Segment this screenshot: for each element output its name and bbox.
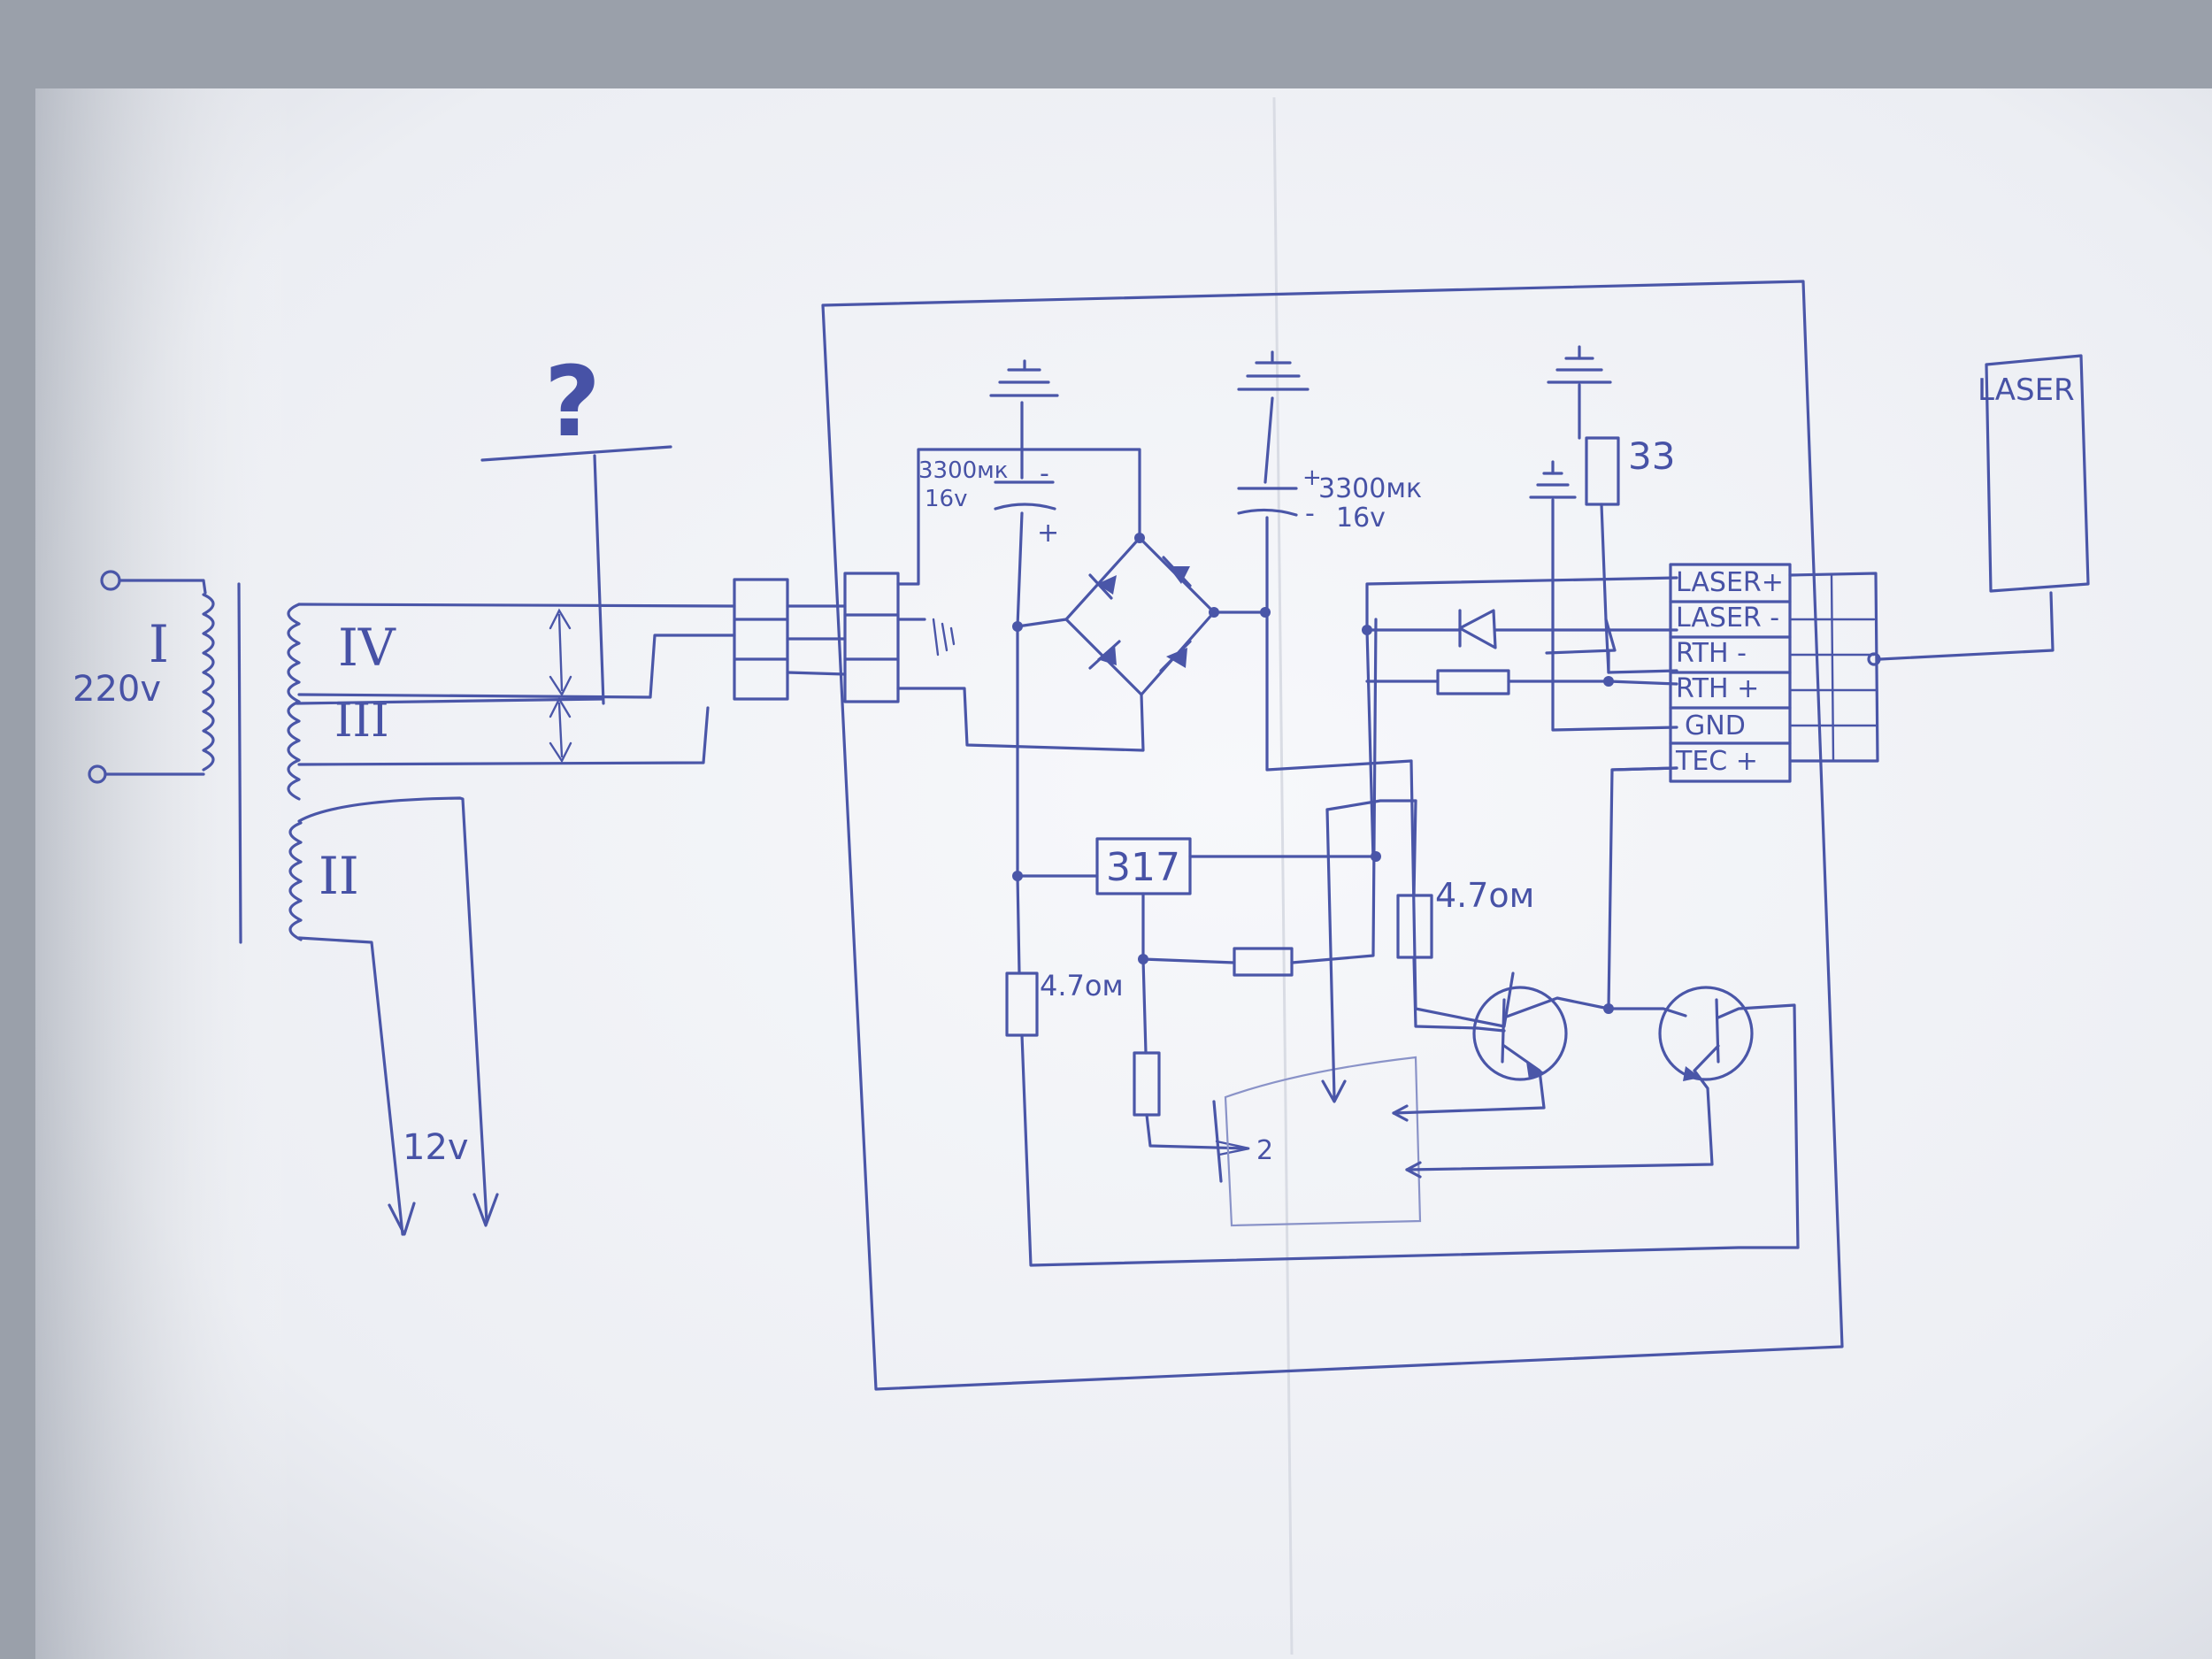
resistor-left-label: 4.7ом <box>1040 969 1124 1002</box>
trimmer-potentiometer: 2 <box>1133 759 1515 1227</box>
ground-rth <box>1529 460 1678 732</box>
laser-box: LASER <box>1978 354 2090 593</box>
output-arrow-right <box>472 1193 499 1227</box>
pin-rth-minus: RTH - <box>1676 638 1747 669</box>
cap-right-voltage: 16v <box>1336 503 1386 534</box>
secondary-wiring <box>295 445 736 766</box>
transformer-core <box>237 582 242 944</box>
transistor-left <box>1392 986 1614 1122</box>
board-outline <box>821 280 1844 1391</box>
cap-right-plus: + <box>1302 465 1322 491</box>
pin-laser-minus: LASER - <box>1676 603 1779 634</box>
pin-tec-plus: TEC + <box>1675 746 1758 777</box>
secondary-coil-iv-iii <box>287 603 301 801</box>
output-arrow-left <box>388 1202 416 1236</box>
secondary-coil-ii <box>288 821 303 941</box>
capacitor-right: + - 3300мк 16v <box>1237 350 1422 772</box>
laser-connector: LASER+ LASER - RTH - RTH + GND TEC + <box>1669 563 1792 783</box>
regulator-label: 317 <box>1106 845 1180 890</box>
resistor-33-label: 33 <box>1628 434 1675 478</box>
resistor-right-label: 4.7ом <box>1435 876 1534 915</box>
unknown-mark: ? <box>544 345 601 458</box>
transistor-right <box>1405 986 1800 1249</box>
pot-label: 2 <box>1256 1135 1273 1166</box>
resistor-right-4-7: 4.7ом <box>1396 799 1534 1030</box>
laser-label: LASER <box>1978 373 2075 408</box>
primary-voltage-label: 220v <box>73 669 161 710</box>
capacitor-left: 3300мк 16v - + <box>918 359 1059 628</box>
double-arrow-lower <box>549 696 572 764</box>
resistor-mid <box>1141 618 1378 977</box>
winding-iv-label: IV <box>338 618 396 678</box>
cap-left-value: 3300мк <box>918 457 1009 484</box>
pin-rth-plus: RTH + <box>1676 673 1759 704</box>
primary-coil <box>202 593 215 772</box>
cap-left-minus: - <box>1040 458 1049 489</box>
cap-left-voltage: 16v <box>925 486 967 512</box>
cap-right-minus: - <box>1305 498 1315 529</box>
regulator-317: 317 <box>1012 625 1378 964</box>
pin-laser-plus: LASER+ <box>1676 567 1784 598</box>
double-arrow-upper <box>549 608 572 697</box>
primary-winding-label: I <box>149 614 169 674</box>
cap-left-plus: + <box>1037 518 1059 549</box>
winding-ii-label: II <box>319 846 359 906</box>
pin-gnd: GND <box>1685 710 1746 741</box>
transformer: I 220v IV III II 12v <box>73 570 499 1236</box>
output-voltage-label: 12v <box>403 1127 469 1168</box>
resistor-left-4-7: 4.7ом <box>1005 874 1800 1267</box>
cap-right-value: 3300мк <box>1318 473 1422 504</box>
laser-cable <box>1788 572 2055 763</box>
